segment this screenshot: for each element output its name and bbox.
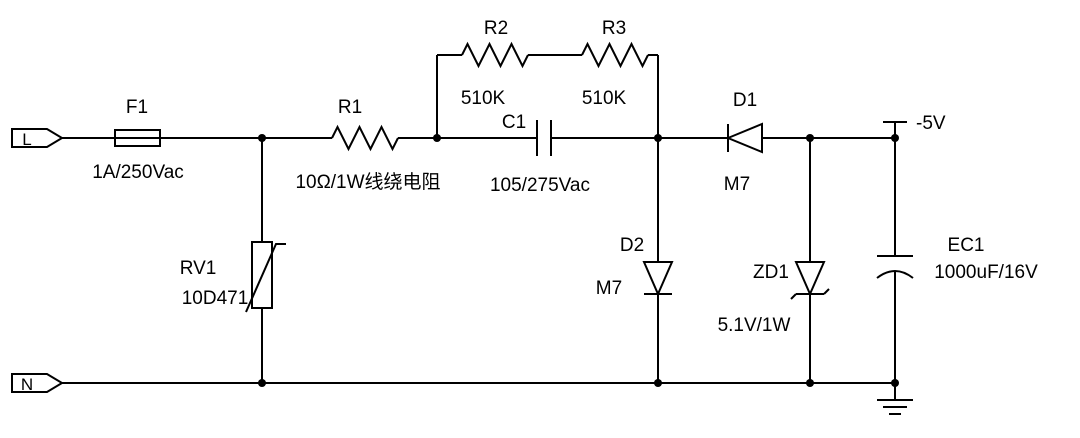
junction-dots <box>258 134 899 387</box>
varistor-rv1-ref: RV1 <box>180 258 217 279</box>
resistor-r1-value: 10Ω/1W线绕电阻 <box>295 171 440 193</box>
electrolytic-ec1-symbol <box>876 255 914 279</box>
varistor-rv1-value: 10D471 <box>182 288 249 309</box>
resistor-r1-symbol <box>331 124 399 152</box>
diode-d1-ref: D1 <box>733 90 757 111</box>
resistor-r1-ref: R1 <box>338 97 362 118</box>
capacitor-c1-ref: C1 <box>502 112 526 133</box>
capacitor-c1-symbol <box>536 120 552 156</box>
electrolytic-ec1-value: 1000uF/16V <box>934 262 1038 283</box>
varistor-rv1-symbol <box>245 241 286 313</box>
diode-d1-symbol <box>725 122 763 154</box>
diode-d2-ref: D2 <box>620 235 644 256</box>
diode-d1-value: M7 <box>724 174 750 195</box>
diode-d2-value: M7 <box>596 278 622 299</box>
resistor-r2-ref: R2 <box>484 18 508 39</box>
fuse-f1-ref: F1 <box>126 97 148 118</box>
terminal-neutral: N <box>11 373 64 394</box>
resistor-r3-value: 510K <box>582 88 627 109</box>
terminal-neutral-label: N <box>21 375 33 394</box>
terminal-live: L <box>11 128 64 149</box>
fuse-f1-value: 1A/250Vac <box>92 162 184 183</box>
output-rail-label: -5V <box>916 113 946 134</box>
terminal-live-label: L <box>22 130 31 149</box>
capacitor-c1-value: 105/275Vac <box>490 175 590 196</box>
resistor-r2-symbol <box>461 41 529 69</box>
diode-d2-symbol <box>642 261 674 297</box>
zener-zd1-value: 5.1V/1W <box>718 315 791 336</box>
zener-zd1-symbol <box>790 261 830 300</box>
electrolytic-ec1-ref: EC1 <box>948 235 985 256</box>
resistor-r3-symbol <box>581 41 649 69</box>
ground-icon <box>877 383 913 415</box>
zener-zd1-ref: ZD1 <box>753 262 789 283</box>
resistor-r2-value: 510K <box>461 88 506 109</box>
fuse-f1-symbol <box>114 129 161 147</box>
resistor-r3-ref: R3 <box>602 18 626 39</box>
